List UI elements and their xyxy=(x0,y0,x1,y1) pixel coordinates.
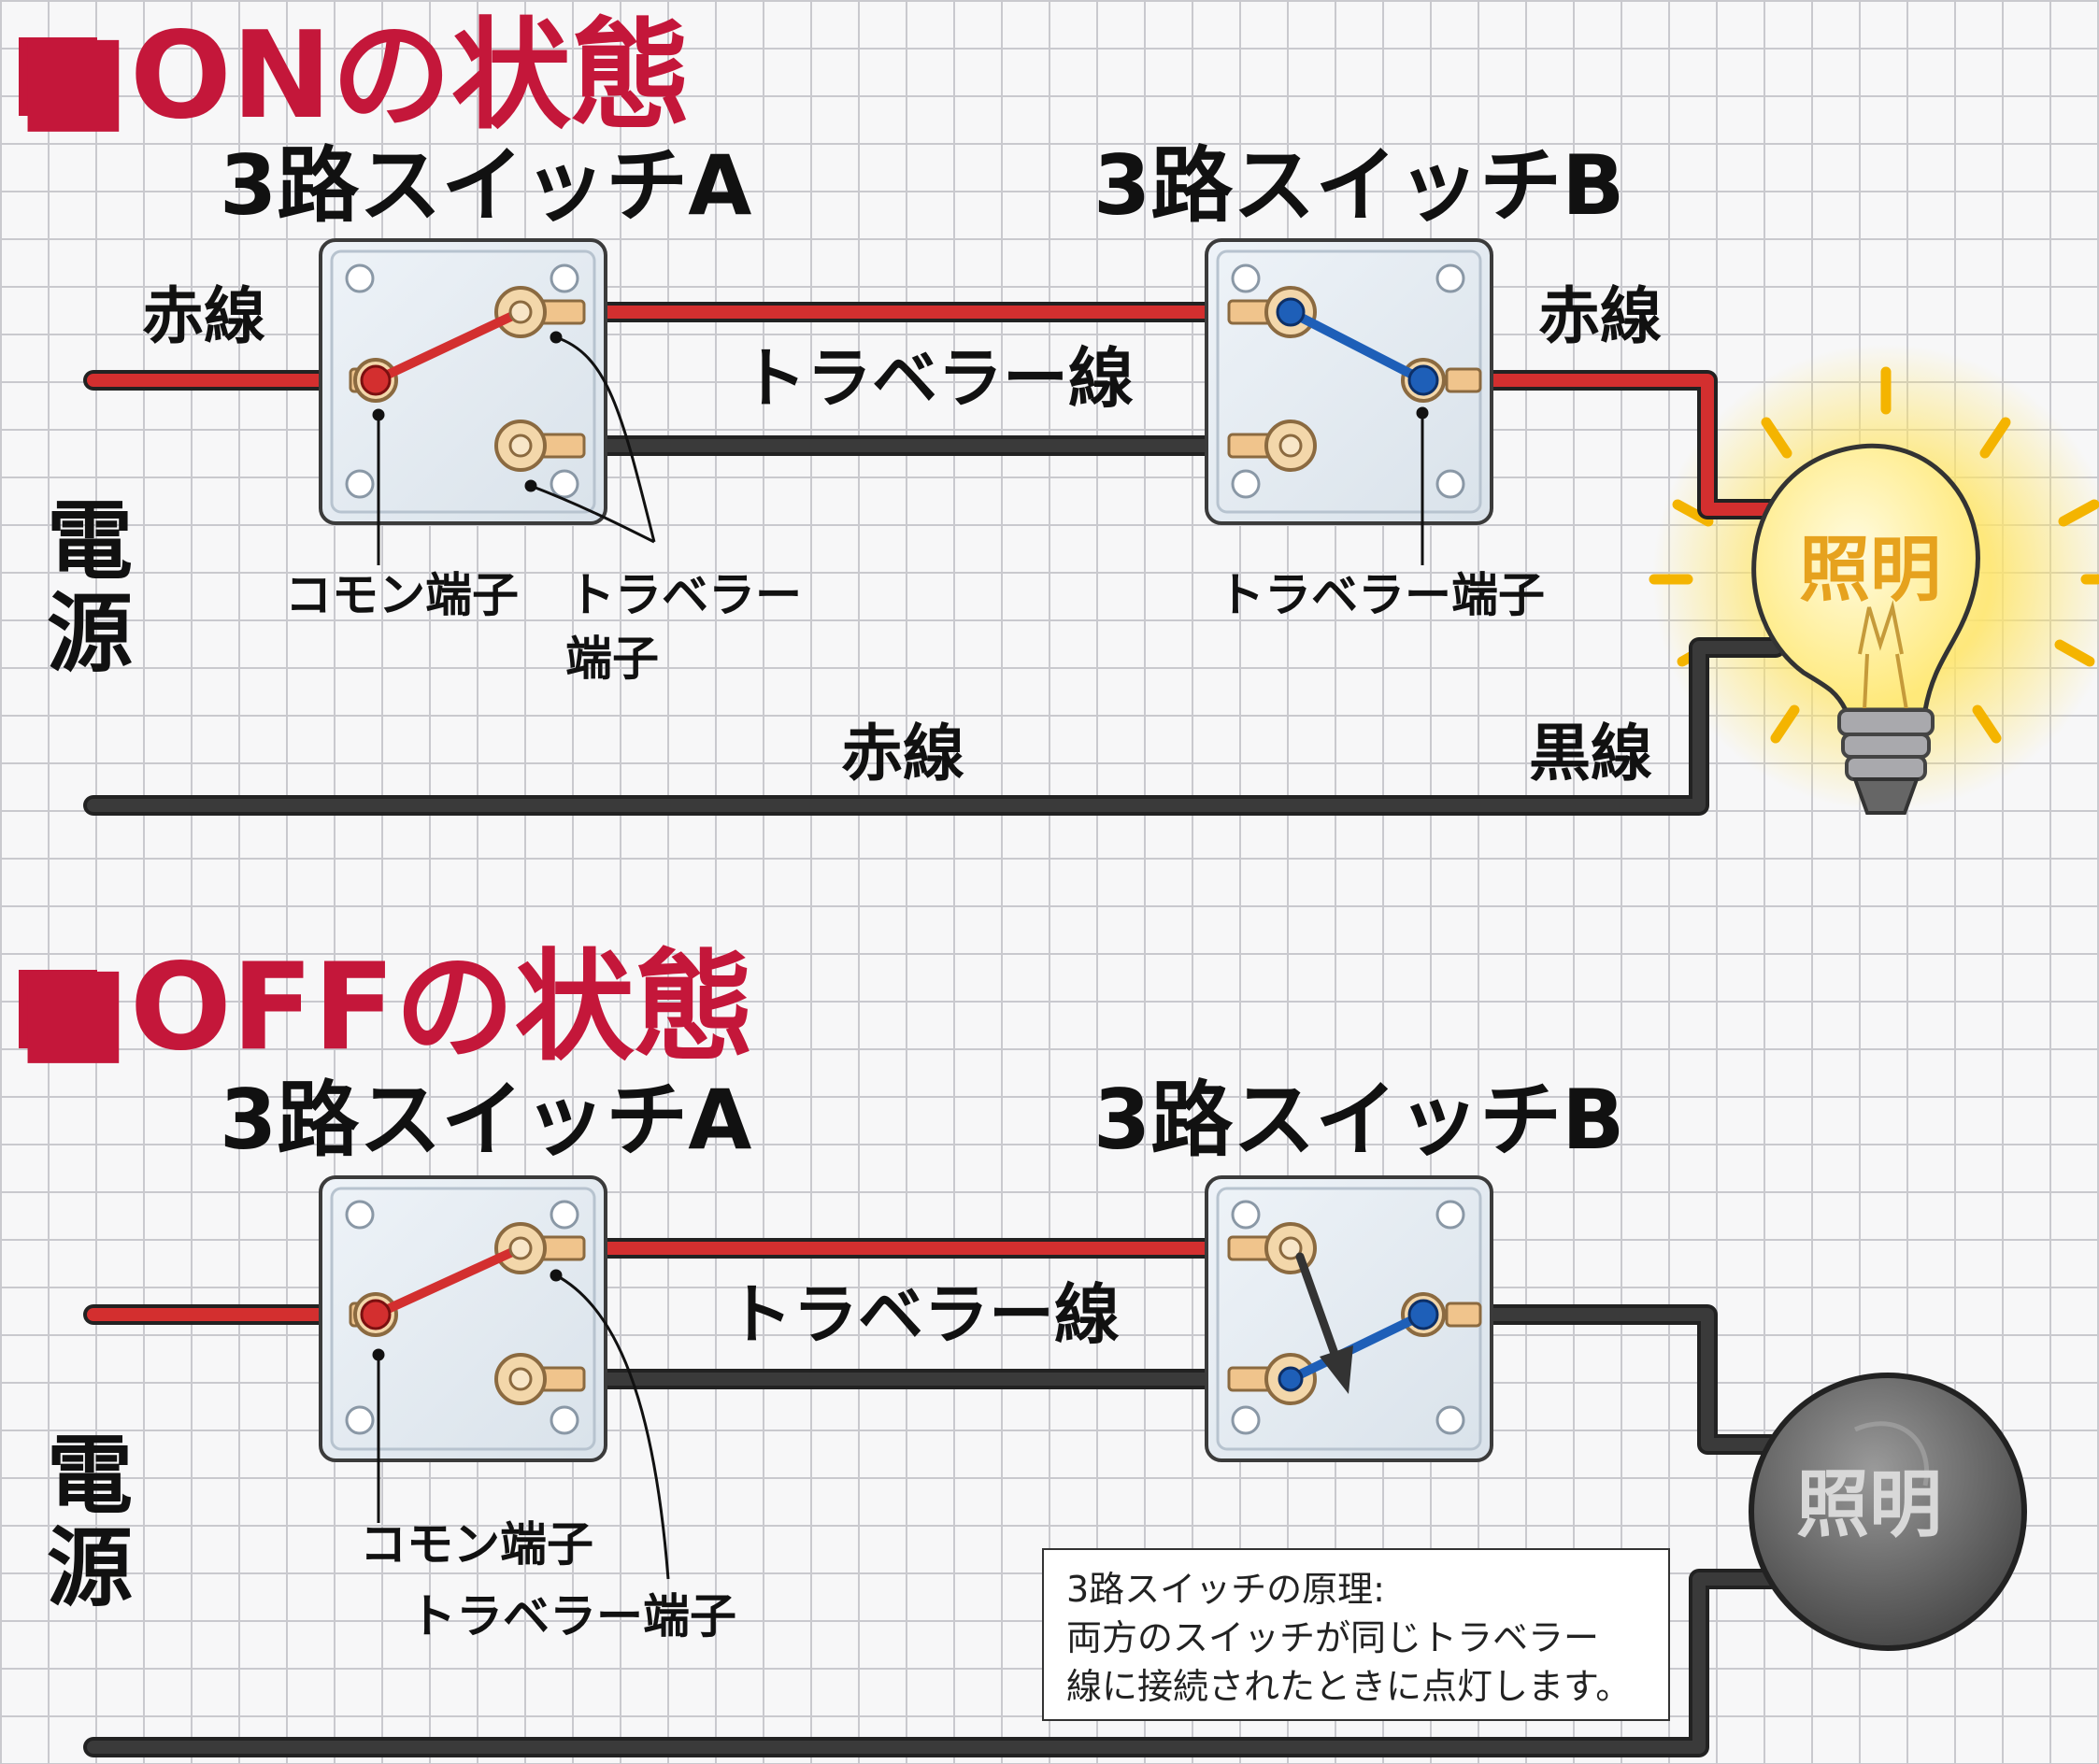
black-wire-lamp-return-off xyxy=(87,1572,1778,1754)
switch-a-lever xyxy=(371,307,525,385)
arrow-down-icon xyxy=(1295,1252,1353,1394)
switch-a-label-on: 3路スイッチA xyxy=(220,137,752,234)
switch-b-lever-off xyxy=(1286,1310,1428,1384)
leader-lines-off xyxy=(372,1269,670,1580)
lamp-on-icon xyxy=(1751,443,1980,815)
wires-off xyxy=(83,1238,1781,1757)
traveler-terminal-label-off: トラベラー端子 xyxy=(409,1589,736,1643)
principle-note: 3路スイッチの原理: 両方のスイッチが同じトラベラー 線に接続されたときに点灯し… xyxy=(1042,1548,1670,1721)
switch-b-label-on: 3路スイッチB xyxy=(1093,137,1625,234)
switch-a-on xyxy=(319,238,607,525)
traveler-terminal-b-label-on: トラベラー端子 xyxy=(1218,568,1545,622)
common-pivot xyxy=(360,364,392,396)
red-wire-right-label: 赤線 xyxy=(1538,280,1662,352)
switch-b-on xyxy=(1205,238,1493,525)
switch-b-off xyxy=(1205,1175,1493,1462)
black-wire-b-to-lamp-off xyxy=(1470,1308,1778,1451)
switch-a-off xyxy=(319,1175,607,1462)
common-terminal-label-on: コモン端子 xyxy=(285,568,519,622)
heading-off-marker xyxy=(19,970,97,1048)
switch-b-label-off: 3路スイッチB xyxy=(1093,1072,1625,1168)
heading-off: ■OFFの状態 xyxy=(17,938,754,1077)
switch-b-lever xyxy=(1286,307,1428,385)
traveler-wire-label-off: トラベラー線 xyxy=(727,1276,1120,1353)
power-source-label-on: 電源 xyxy=(46,491,133,685)
note-line-2: 両方のスイッチが同じトラベラー xyxy=(1066,1617,1600,1658)
common-terminal-label-off: コモン端子 xyxy=(360,1517,593,1572)
traveler-wire-label-on: トラベラー線 xyxy=(741,340,1134,417)
off-state-diagram xyxy=(83,1175,2027,1757)
note-line-1: 3路スイッチの原理: xyxy=(1066,1569,1385,1610)
heading-on: ■ONの状態 xyxy=(17,7,691,146)
bottom-wire-label-on: 赤線 xyxy=(841,718,964,790)
red-wire-left-label: 赤線 xyxy=(142,280,265,352)
leader-lines-on xyxy=(372,331,1429,565)
switch-a-label-off: 3路スイッチA xyxy=(220,1072,752,1168)
switch-a-lever-off xyxy=(371,1244,525,1319)
note-line-3: 線に接続されたときに点灯します。 xyxy=(1066,1666,1632,1707)
traveler-terminal-a-label-line1: トラベラー xyxy=(568,568,802,622)
traveler-terminal-a-label-line2: 端子 xyxy=(565,632,659,686)
lamp-label-on: 照明 xyxy=(1799,528,1941,611)
on-state-diagram xyxy=(83,238,2099,816)
lamp-label-off: 照明 xyxy=(1796,1463,1943,1547)
power-source-label-off: 電源 xyxy=(46,1426,133,1619)
heading-on-marker xyxy=(19,37,97,116)
wires-on xyxy=(83,302,1786,816)
lamp-off-icon xyxy=(1749,1373,2027,1651)
black-wire-label-on: 黒線 xyxy=(1529,718,1652,790)
